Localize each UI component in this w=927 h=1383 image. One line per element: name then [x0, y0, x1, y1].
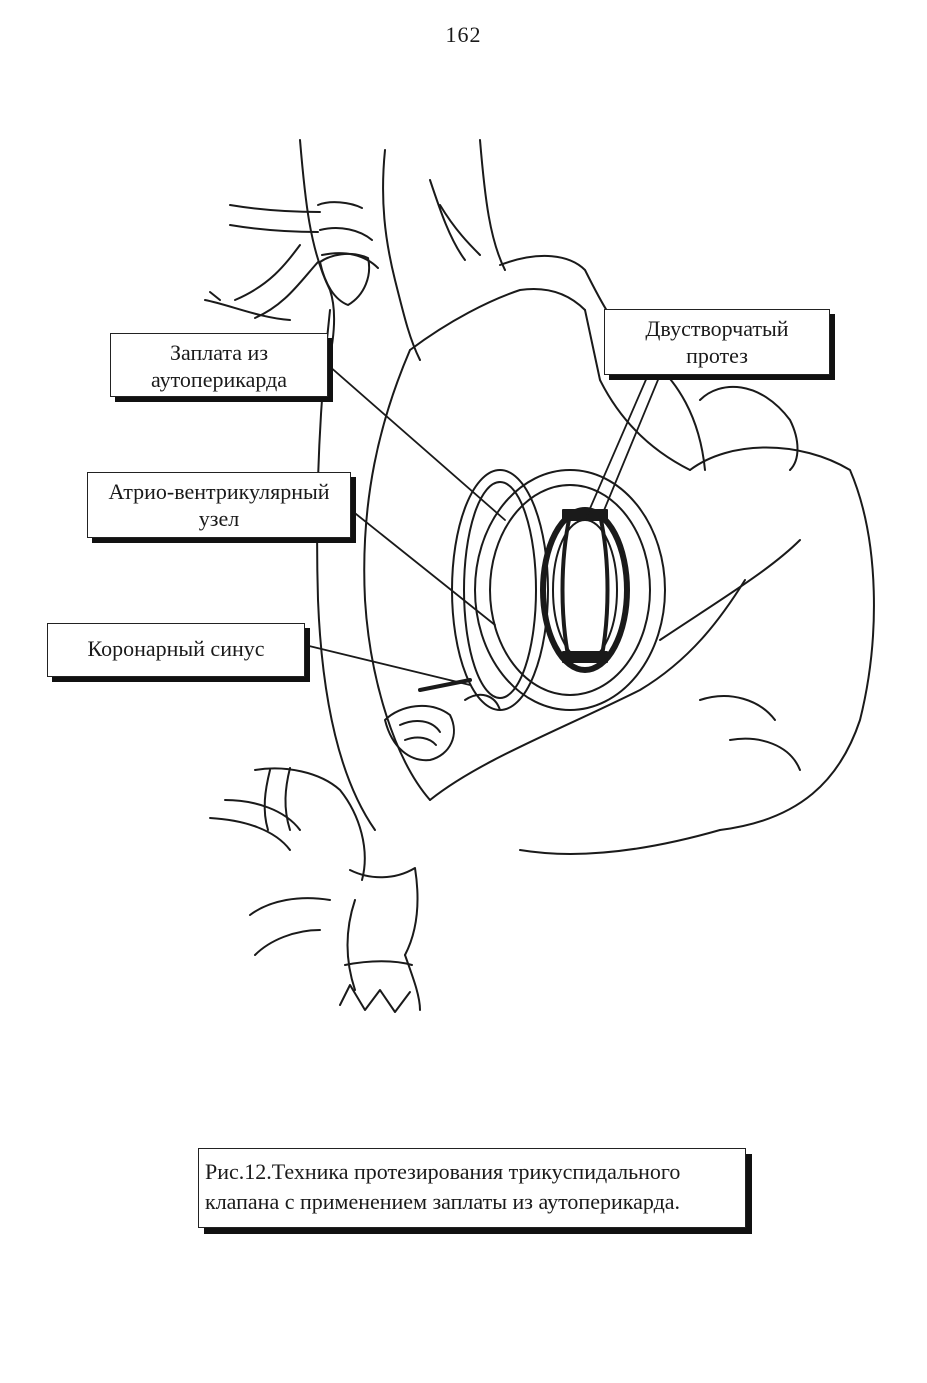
prosthesis-label-box: Двустворчатый протез: [604, 309, 830, 375]
coronary-sinus-drawing: [384, 678, 501, 762]
coronary-sinus-label-box: Коронарный синус: [47, 623, 305, 677]
figure-caption: Рис.12.Техника протезирования трикуспида…: [198, 1148, 746, 1228]
av-node-label-line-2: узел: [198, 506, 240, 531]
prosthesis-label-line-1: Двустворчатый: [645, 316, 789, 341]
av-node-label-line-1: Атрио-вентрикулярный: [108, 479, 330, 504]
bileaflet-prosthesis-drawing: [540, 507, 630, 673]
ventricle-outline-drawing: [519, 386, 875, 855]
prosthesis-label-line-2: протез: [686, 343, 748, 368]
superior-vessel-drawing: [299, 139, 506, 401]
annulus-ring-drawing: [451, 469, 666, 711]
av-node-leader-line: [350, 509, 496, 626]
caption-line-2: клапана с применением заплаты из аутопер…: [205, 1189, 681, 1214]
coronary-sinus-label: Коронарный синус: [87, 636, 265, 661]
patch-leader-line: [327, 364, 506, 521]
coronary-sinus-leader-line: [304, 644, 471, 686]
caption-line-1: Рис.12.Техника протезирования трикуспида…: [205, 1159, 681, 1184]
page-number: 162: [445, 22, 482, 47]
leader-lines: [304, 364, 661, 686]
prosthesis-leader-line-2: [599, 374, 661, 521]
patch-label-line-1: Заплата из: [169, 340, 269, 365]
patch-label-line-2: аутоперикарда: [150, 367, 288, 392]
av-node-label-box: Атрио-вентрикулярный узел: [87, 472, 351, 538]
prosthesis-leader-line: [584, 374, 649, 521]
patch-label-box: Заплата из аутоперикарда: [110, 333, 328, 397]
upper-cannula-drawing: [204, 204, 370, 321]
lower-vessel-drawing: [209, 767, 421, 1013]
